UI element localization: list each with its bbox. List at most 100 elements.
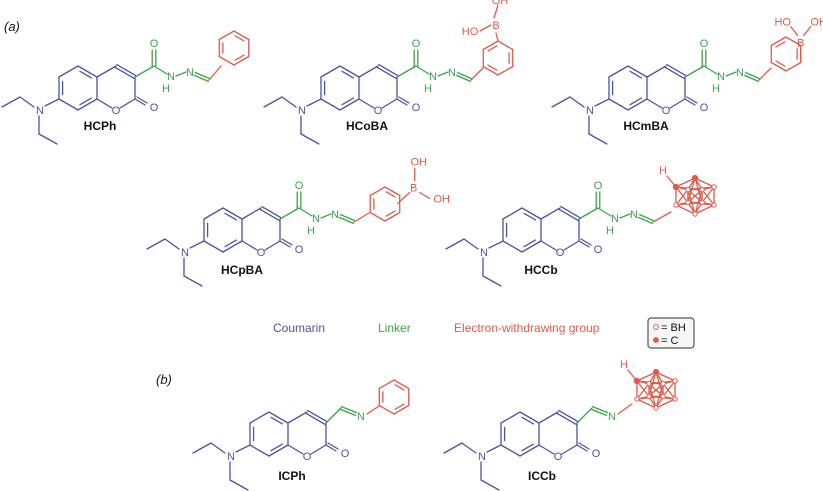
bh-vertex <box>672 378 678 384</box>
hydroxyl-label: HO <box>774 17 791 29</box>
compound-label-HCpBA: HCpBA <box>221 263 263 277</box>
legend-linker: Linker <box>378 321 411 335</box>
amide-nitrogen: N <box>429 71 437 83</box>
bh-vertex <box>692 211 698 217</box>
amide-hydrogen: H <box>162 83 170 95</box>
compound-label-HCoBA: HCoBA <box>346 119 388 133</box>
bh-vertex <box>660 380 666 387</box>
amide-hydrogen: H <box>424 83 432 95</box>
bh-vertex <box>634 396 640 402</box>
boron-atom: B <box>492 20 499 32</box>
color-legend: Coumarin Linker Electron-withdrawing group… <box>273 317 695 349</box>
legend-coumarin: Coumarin <box>273 321 325 335</box>
compound-HCmBA: OONONHNBHOOHHCmBA <box>551 17 823 145</box>
carbon-vertex <box>691 174 699 182</box>
compound-ICCb: O O N N H ICCb <box>443 359 678 491</box>
diethylamino-nitrogen: N <box>586 105 594 117</box>
legend-ewg: Electron-withdrawing group <box>454 321 600 335</box>
amide-oxygen: O <box>412 38 421 50</box>
carbonyl-oxygen: O <box>150 102 159 114</box>
ring-oxygen: O <box>374 105 383 117</box>
amide-nitrogen: N <box>717 71 725 83</box>
imine-nitrogen: N <box>357 411 365 423</box>
key-box-frame <box>647 317 695 349</box>
bh-vertex <box>672 396 678 402</box>
carbonyl-oxygen: O <box>594 244 603 256</box>
carbonyl-oxygen: O <box>341 448 350 460</box>
bh-key-text: = BH <box>661 322 686 334</box>
ring-oxygen: O <box>556 247 565 259</box>
ring-oxygen: O <box>554 451 563 463</box>
boron-atom: B <box>797 38 804 50</box>
diethylamino-nitrogen: N <box>478 451 486 463</box>
amide-nitrogen: N <box>312 213 320 225</box>
amide-oxygen: O <box>295 180 304 192</box>
amide-nitrogen: N <box>167 71 175 83</box>
compound-label-ICCb: ICCb <box>528 469 556 483</box>
bh-vertex <box>699 199 705 206</box>
ring-oxygen: O <box>303 451 312 463</box>
bh-vertex <box>711 184 717 190</box>
compound-label-HCCb: HCCb <box>524 263 557 277</box>
ring-oxygen: O <box>257 247 266 259</box>
compound-label-HCmBA: HCmBA <box>623 119 669 133</box>
boron-atom: B <box>410 183 417 195</box>
amide-oxygen: O <box>700 38 709 50</box>
diethylamino-nitrogen: N <box>227 451 235 463</box>
hydroxyl-label: OH <box>810 17 823 29</box>
amide-oxygen: O <box>594 180 603 192</box>
hydroxyl-label: OH <box>433 194 450 206</box>
carbonyl-oxygen: O <box>592 448 601 460</box>
imine-nitrogen: N <box>186 67 194 79</box>
bh-vertex <box>660 393 666 400</box>
diethylamino-nitrogen: N <box>181 247 189 259</box>
carbonyl-oxygen: O <box>412 102 421 114</box>
compound-label-ICPh: ICPh <box>278 469 305 483</box>
carborane-cage: H <box>659 165 717 217</box>
bh-vertex <box>646 393 652 400</box>
carbon-vertex <box>652 368 660 376</box>
bh-vertex <box>653 405 659 411</box>
imine-nitrogen: N <box>448 67 456 79</box>
panel-label-a: (a) <box>4 19 20 34</box>
cage-hydrogen: H <box>659 165 667 177</box>
diethylamino-nitrogen: N <box>480 247 488 259</box>
ring-oxygen: O <box>662 105 671 117</box>
diethylamino-nitrogen: N <box>36 105 44 117</box>
hydroxyl-label: OH <box>492 0 509 7</box>
compound-label-HCPh: HCPh <box>84 119 117 133</box>
imine-nitrogen: N <box>608 411 616 423</box>
bh-vertex <box>646 380 652 387</box>
cage-hydrogen: H <box>620 359 628 371</box>
c-key-text: = C <box>661 335 678 347</box>
imine-nitrogen: N <box>331 209 339 221</box>
bh-vertex <box>685 199 691 206</box>
hydroxyl-label: OH <box>410 157 427 169</box>
bh-vertex <box>673 202 679 208</box>
panel-label-b: (b) <box>156 372 172 387</box>
amide-hydrogen: H <box>307 225 315 237</box>
hydroxyl-label: HO <box>462 26 479 38</box>
amide-nitrogen: N <box>611 213 619 225</box>
bh-vertex <box>699 186 705 193</box>
bh-key-marker <box>653 324 659 330</box>
bh-vertex <box>711 202 717 208</box>
imine-nitrogen: N <box>736 67 744 79</box>
amide-oxygen: O <box>150 38 159 50</box>
carborane-cage: H <box>620 359 678 411</box>
imine-nitrogen: N <box>630 209 638 221</box>
bh-vertex <box>685 186 691 193</box>
vertex-key-box: = BH= C <box>647 317 695 349</box>
amide-hydrogen: H <box>712 83 720 95</box>
amide-hydrogen: H <box>606 225 614 237</box>
compound-ICPh: O O N N ICPh <box>192 379 410 491</box>
ring-oxygen: O <box>112 105 121 117</box>
carbonyl-oxygen: O <box>295 244 304 256</box>
carbonyl-oxygen: O <box>700 102 709 114</box>
diethylamino-nitrogen: N <box>298 105 306 117</box>
